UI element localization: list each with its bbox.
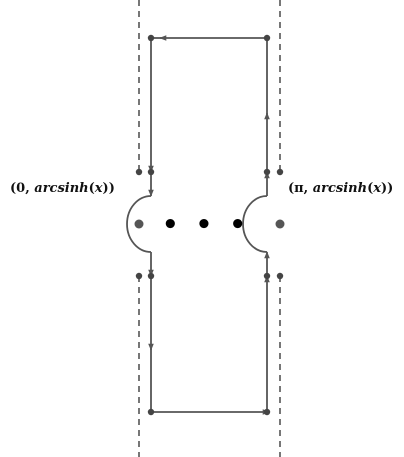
lower-contour	[148, 275, 270, 415]
dot-right-contour-upper	[263, 168, 271, 176]
dot-right-contour-lower	[263, 272, 271, 280]
dot-bottom-right	[263, 408, 271, 416]
dot-right-boundary-upper	[276, 168, 284, 176]
dot-bottom-left	[147, 408, 155, 416]
upper-contour	[148, 35, 270, 173]
indentation-arcs	[126, 195, 268, 253]
label-right-point: (π, arcsinh(x))	[288, 181, 393, 196]
dot-left-contour-lower	[147, 272, 155, 280]
dot-left-boundary-lower	[135, 272, 143, 280]
dot-left-contour-upper	[147, 168, 155, 176]
dot-top-left	[147, 34, 155, 42]
boundary-lines	[138, 0, 281, 457]
singular-point-left	[134, 219, 144, 229]
dot-right-boundary-lower	[276, 272, 284, 280]
middle-segments	[148, 171, 270, 277]
dot-left-boundary-upper	[135, 168, 143, 176]
vertex-dots	[135, 34, 284, 416]
singular-point-right	[275, 219, 285, 229]
label-left-point: (0, arcsinh(x))	[10, 181, 115, 196]
left-indent-arc	[126, 195, 152, 253]
singular-points	[134, 219, 285, 229]
dot-top-right	[263, 34, 271, 42]
ellipsis-dots: • • •	[162, 210, 250, 240]
right-indent-arc	[242, 195, 268, 253]
